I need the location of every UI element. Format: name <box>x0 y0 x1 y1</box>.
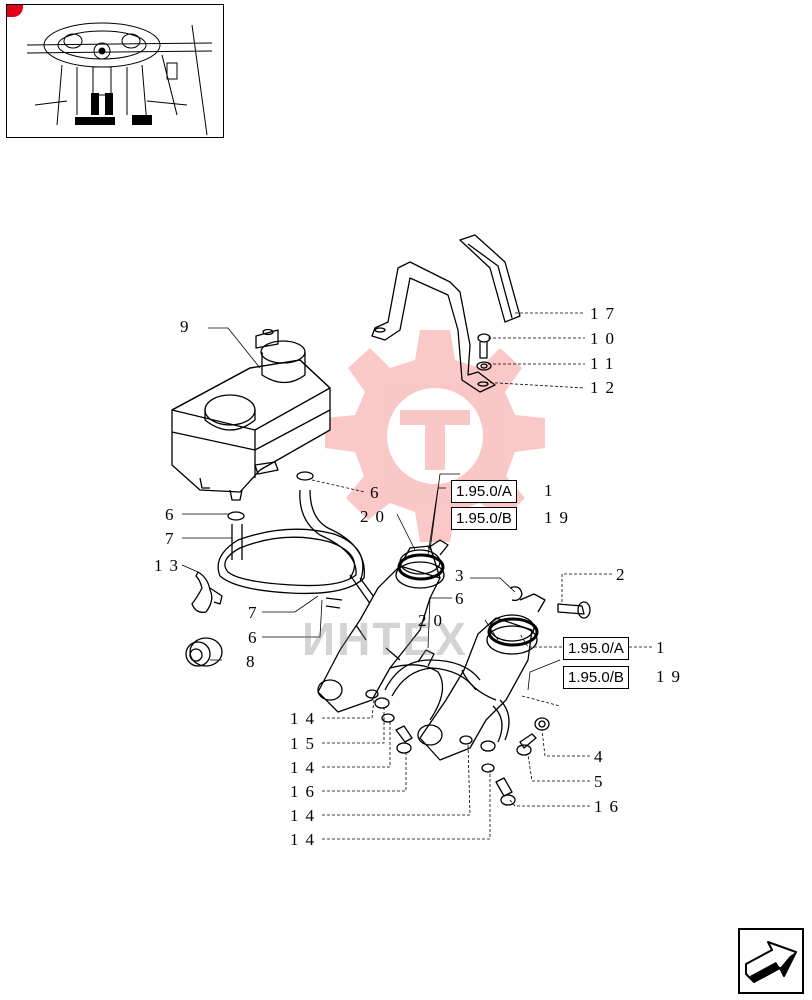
callout-14: 14 <box>290 709 321 728</box>
arrow-next-page-icon <box>745 941 797 983</box>
callout-12: 12 <box>590 378 621 397</box>
callout-6: 6 <box>248 628 264 647</box>
corner-marker <box>7 5 23 17</box>
callout-16: 16 <box>290 782 321 801</box>
ref-link-1-95-0-b[interactable]: 1.95.0/B <box>451 507 517 531</box>
ref-link-1-95-0-a[interactable]: 1.95.0/A <box>563 637 629 661</box>
callout-14: 14 <box>290 806 321 825</box>
callout-5: 5 <box>594 772 610 791</box>
watermark-text: ИНТЕХ <box>302 613 468 665</box>
callout-3: 3 <box>455 566 471 585</box>
part-outlines <box>171 234 591 806</box>
callout-14: 14 <box>290 758 321 777</box>
callout-20: 20 <box>418 611 449 630</box>
callout-4: 4 <box>594 747 610 766</box>
callout-19: 19 <box>544 508 575 527</box>
callout-14: 14 <box>290 830 321 849</box>
callout-6: 6 <box>165 505 181 524</box>
callout-8: 8 <box>246 652 262 671</box>
callout-19: 19 <box>656 667 687 686</box>
callout-1: 1 <box>656 638 672 657</box>
callout-2: 2 <box>616 565 632 584</box>
callout-16: 16 <box>594 797 625 816</box>
callout-15: 15 <box>290 734 321 753</box>
callout-10: 10 <box>590 329 621 348</box>
callout-7: 7 <box>248 603 264 622</box>
callout-7: 7 <box>165 529 181 548</box>
callout-11: 11 <box>590 354 621 373</box>
ref-link-1-95-0-a[interactable]: 1.95.0/A <box>451 480 517 504</box>
callout-6: 6 <box>370 483 386 502</box>
callout-20: 20 <box>360 507 391 526</box>
next-page-button[interactable] <box>738 928 804 994</box>
callout-13: 13 <box>154 556 185 575</box>
location-inset <box>6 4 224 138</box>
callout-9: 9 <box>180 317 196 336</box>
callout-1: 1 <box>544 481 560 500</box>
tractor-cab-location-icon <box>26 22 213 136</box>
ref-link-1-95-0-b[interactable]: 1.95.0/B <box>563 666 629 690</box>
callout-17: 17 <box>590 304 621 323</box>
callout-6: 6 <box>455 589 471 608</box>
